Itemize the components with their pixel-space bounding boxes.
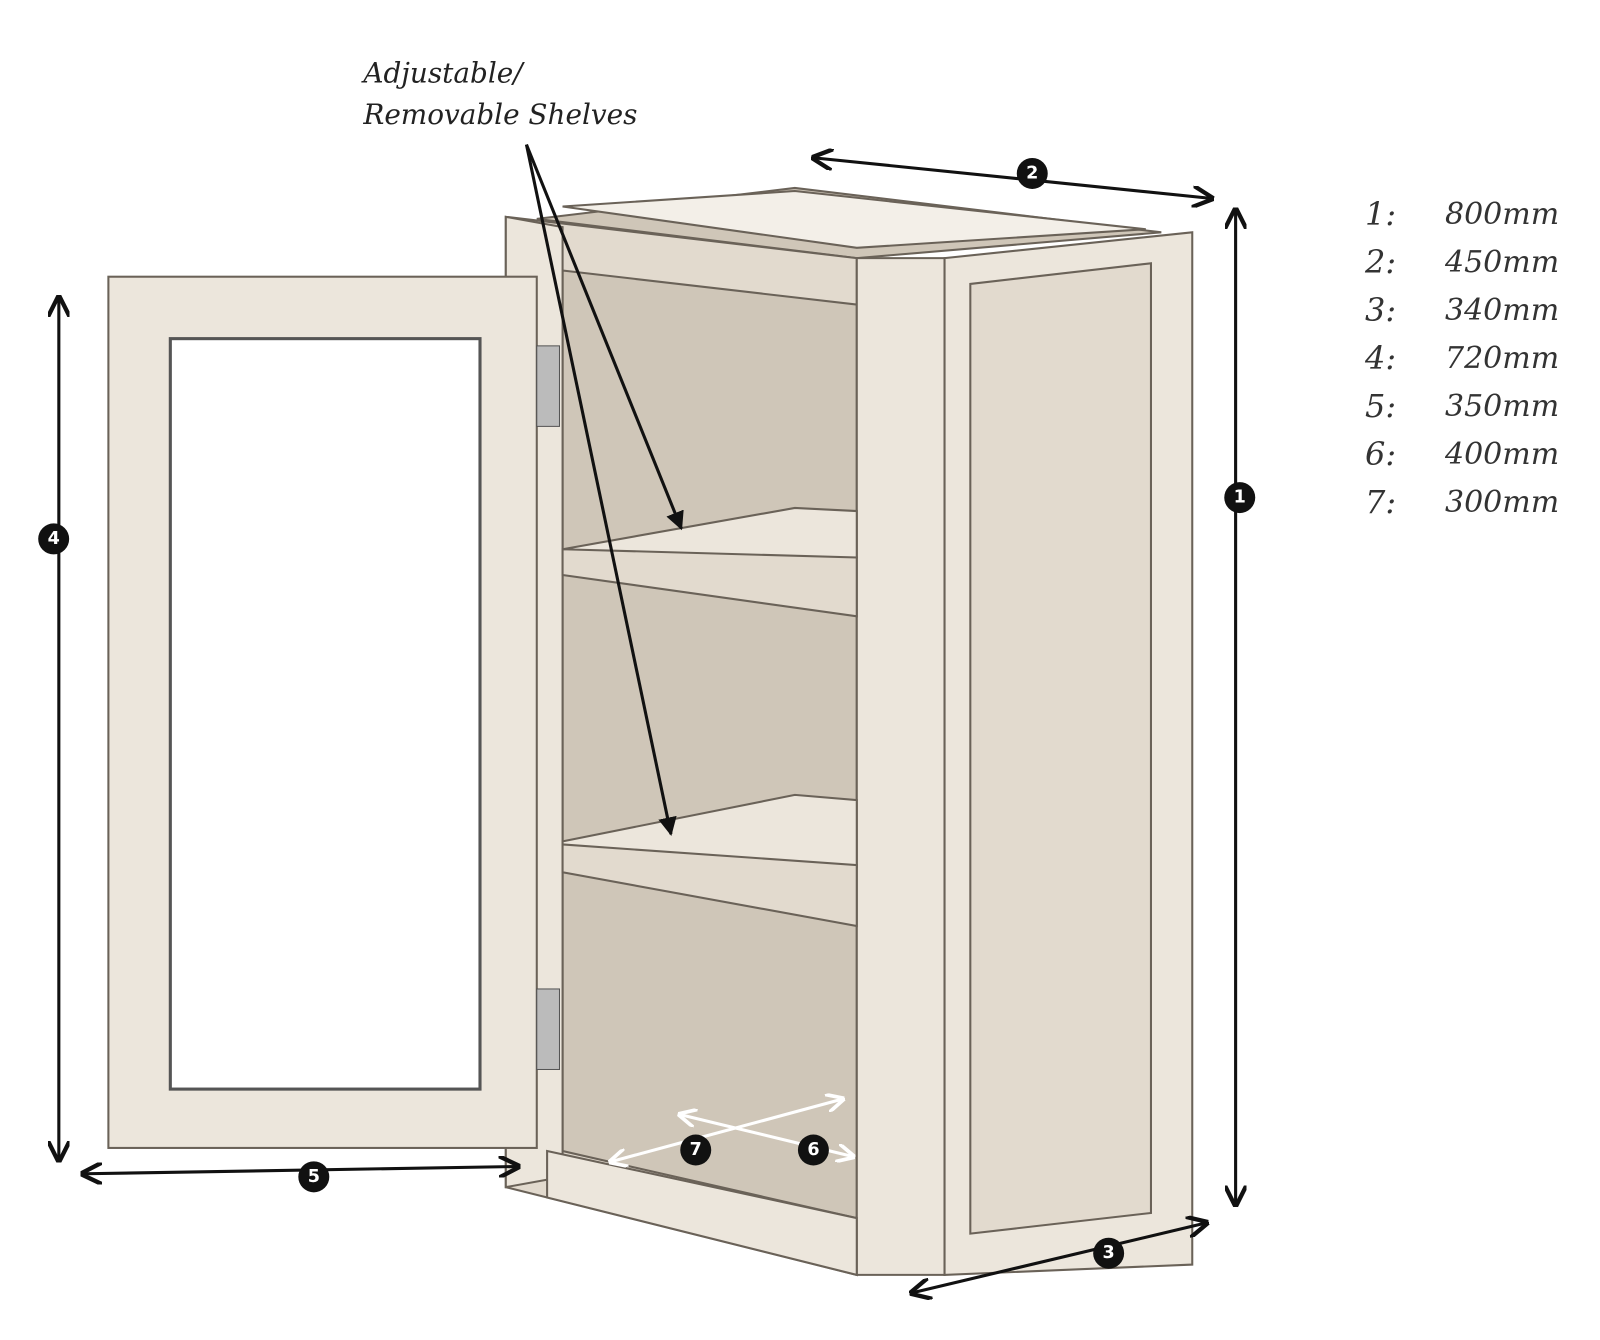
shelf-pointer-upper (525, 144, 684, 531)
legend-key: 6: (1365, 435, 1397, 473)
dimension-arrow-2 (815, 158, 1209, 198)
svg-text:6: 6 (807, 1140, 819, 1160)
svg-text:1: 1 (1234, 488, 1246, 508)
marker-4: 4 (38, 523, 70, 555)
legend-row-7: 7: 300mm (1365, 478, 1559, 526)
legend-key: 3: (1365, 291, 1397, 329)
legend-row-1: 1: 800mm (1365, 190, 1559, 238)
svg-text:3: 3 (1103, 1243, 1115, 1263)
legend-key: 1: (1365, 195, 1397, 233)
marker-1: 1 (1224, 482, 1256, 514)
annotation-line-2: Removable Shelves (362, 98, 637, 131)
dimension-arrow-7 (612, 1099, 841, 1161)
shelf-pointer-lower (524, 144, 677, 836)
hinge-top (536, 345, 560, 427)
legend-value: 340mm (1445, 292, 1560, 328)
svg-text:2: 2 (1026, 163, 1038, 183)
annotation-line-1: Adjustable/ (360, 57, 525, 90)
legend-row-4: 4: 720mm (1365, 334, 1559, 382)
legend-value: 720mm (1445, 340, 1560, 376)
marker-7: 7 (680, 1134, 712, 1166)
legend-key: 4: (1365, 339, 1397, 377)
legend-value: 450mm (1445, 244, 1560, 280)
cabinet-door (107, 275, 560, 1149)
svg-text:7: 7 (690, 1140, 702, 1160)
legend-row-3: 3: 340mm (1365, 286, 1559, 334)
legend-value: 800mm (1445, 196, 1560, 232)
svg-text:4: 4 (48, 529, 60, 549)
legend-row-6: 6: 400mm (1365, 430, 1559, 478)
door-glass-pane (168, 337, 482, 1091)
legend-key: 2: (1365, 243, 1397, 281)
legend-key: 5: (1365, 387, 1397, 425)
shelf-upper-front (561, 548, 858, 618)
legend-value: 350mm (1445, 388, 1560, 424)
legend-row-2: 2: 450mm (1365, 238, 1559, 286)
marker-3: 3 (1093, 1237, 1125, 1269)
legend-value: 400mm (1445, 436, 1560, 472)
shelf-lower-front (561, 843, 858, 928)
marker-2: 2 (1016, 158, 1048, 189)
hinge-bottom (536, 988, 560, 1070)
dimension-legend: 1:800mm 2:450mm 3:340mm 4:720mm 5:350mm … (1365, 190, 1559, 526)
legend-key: 7: (1365, 483, 1397, 521)
dimension-arrow-3 (914, 1223, 1205, 1292)
svg-text:5: 5 (308, 1167, 320, 1187)
marker-6: 6 (797, 1134, 829, 1166)
legend-value: 300mm (1445, 484, 1560, 520)
legend-row-5: 5: 350mm (1365, 382, 1559, 430)
marker-5: 5 (298, 1161, 330, 1193)
